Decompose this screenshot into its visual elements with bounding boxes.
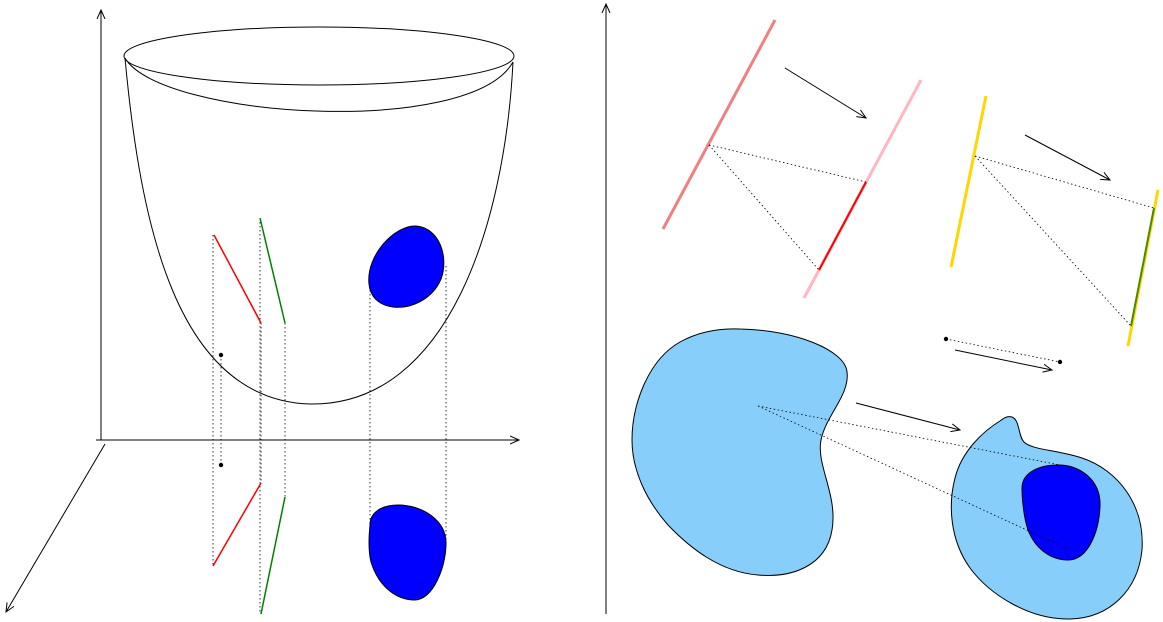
paraboloid-profile	[124, 57, 514, 405]
point-upper	[218, 352, 224, 358]
map-arrow-3	[954, 349, 1052, 370]
red-segment-lower	[212, 482, 262, 567]
blue-region-upper	[368, 225, 445, 308]
green-image-segment	[1130, 207, 1155, 327]
red-image-segment	[818, 181, 867, 271]
point-map	[943, 336, 1063, 370]
red-segment-upper	[213, 234, 262, 324]
point-lower	[218, 462, 224, 468]
paraboloid-rim	[123, 26, 515, 86]
yellow-segment-left	[949, 95, 988, 268]
segment-map-yellow	[949, 95, 1160, 347]
depth-axis-arrow	[6, 443, 106, 612]
blue-region-lower	[368, 504, 447, 601]
region-map	[631, 328, 1143, 620]
region-map-dotted-lines	[757, 405, 1071, 551]
right-panel	[606, 4, 1160, 620]
light-blue-region-source	[631, 328, 848, 576]
projection-lines	[212, 218, 447, 614]
map-arrow-1	[784, 67, 866, 118]
paraboloid-lower-rim	[124, 57, 514, 112]
red-map-dotted-lines	[708, 144, 867, 271]
segment-map-red	[661, 19, 923, 299]
green-segment-lower	[260, 496, 286, 615]
paraboloid	[123, 26, 515, 405]
left-panel	[6, 10, 519, 615]
green-segment-upper	[259, 217, 286, 324]
yellow-map-dotted-lines	[974, 155, 1155, 327]
point-map-dotted-line	[945, 338, 1061, 363]
map-arrow-2	[1024, 134, 1110, 180]
blue-region-target	[1021, 464, 1101, 561]
salmon-segment	[661, 19, 777, 230]
map-arrow-4	[855, 402, 960, 430]
